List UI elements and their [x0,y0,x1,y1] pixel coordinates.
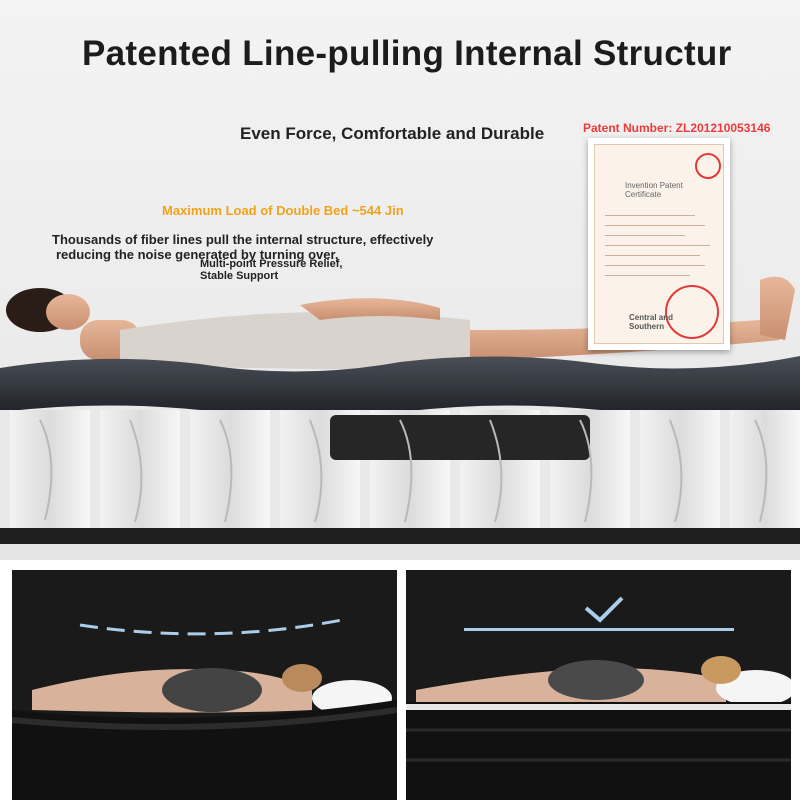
certificate-org-line-1: Central and [629,313,674,322]
flat-line [464,628,734,631]
mattress-top-layer [0,356,800,417]
uneven-support-illustration [12,618,397,800]
mattress-cross-section [0,276,800,544]
patent-number: Patent Number: ZL201210053146 [583,121,771,135]
certificate-org-line-2: Southern [629,322,665,331]
certificate-seal-top [695,153,721,179]
comparison-panel-uneven [12,570,397,800]
certificate-paper: Invention Patent Certificate Central and… [594,144,724,344]
subtitle: Even Force, Comfortable and Durable [240,124,545,143]
pressure-relief-text: Multi-point Pressure Relief, Stable Supp… [200,258,342,282]
certificate-title-line-1: Invention Patent [625,181,683,190]
description-line-2: reducing the noise generated by turning … [56,247,339,262]
certificate-organization: Central and Southern [629,313,673,331]
page-title: Patented Line-pulling Internal Structur [82,34,732,73]
patent-certificate: Invention Patent Certificate Central and… [588,138,730,350]
comparison-panel-even [406,570,791,800]
pressure-line-1: Multi-point Pressure Relief, [200,258,343,270]
description-line-1: Thousands of fiber lines pull the intern… [52,232,434,247]
max-load-text: Maximum Load of Double Bed ~544 Jin [162,203,404,218]
certificate-title-line-2: Certificate [625,190,662,199]
certificate-title: Invention Patent Certificate [625,181,683,199]
internal-pull-lines [0,410,800,530]
pressure-line-2: Stable Support [200,270,279,282]
dashed-curve-line [79,618,343,636]
mattress-base [0,528,800,544]
even-support-illustration [406,596,791,800]
check-icon [584,596,624,623]
certificate-seal-bottom [665,285,719,339]
